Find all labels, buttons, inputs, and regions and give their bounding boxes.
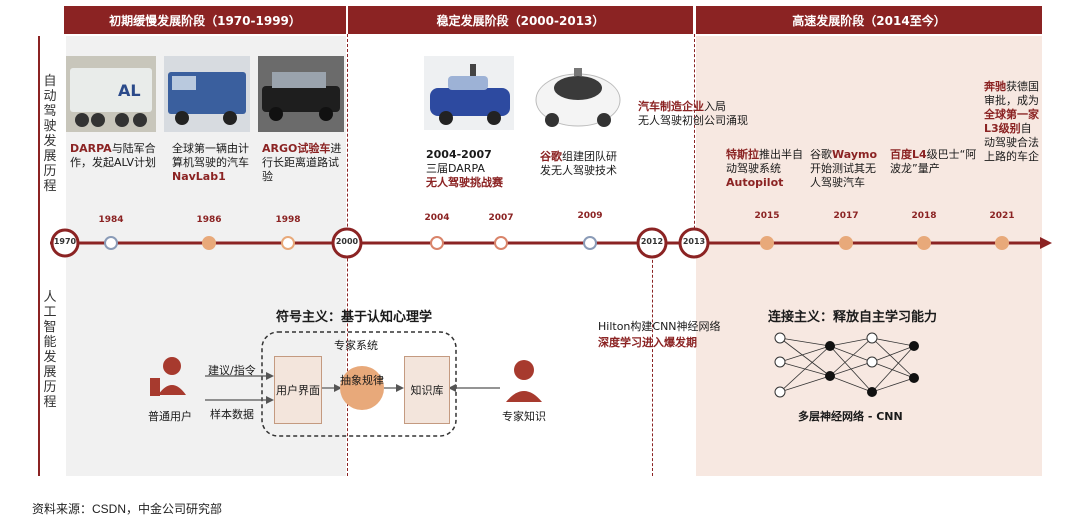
label-2013: 2013	[682, 237, 706, 246]
event-argo: ARGO试验车进行长距离道路试验	[262, 142, 342, 183]
user-label: 普通用户	[148, 410, 192, 423]
arrow-top-label: 建议/指令	[208, 364, 256, 377]
year-2009: 2009	[577, 211, 603, 221]
year-1998: 1998	[275, 215, 301, 225]
photo-navlab	[164, 56, 250, 132]
divider-2013	[694, 34, 695, 254]
year-1984: 1984	[98, 215, 124, 225]
user-person-icon	[150, 357, 186, 396]
svg-text:AL: AL	[118, 81, 141, 100]
ui-box: 用户界面	[274, 356, 322, 424]
photo-darpa-car	[424, 56, 514, 130]
expert-label: 专家知识	[502, 410, 546, 423]
circle-2013	[678, 227, 710, 259]
dot-2021	[995, 236, 1009, 250]
dot-1984	[104, 236, 118, 250]
year-2004: 2004	[424, 213, 450, 223]
year-2015: 2015	[754, 211, 780, 221]
source-note: 资料来源：CSDN，中金公司研究部	[32, 502, 223, 516]
dot-1998	[281, 236, 295, 250]
year-2017: 2017	[833, 211, 859, 221]
label-2000: 2000	[335, 237, 359, 246]
expert-system-frame	[261, 331, 457, 437]
dot-2017	[839, 236, 853, 250]
event-darpa-alv: DARPA与陆军合作，发起ALV计划	[70, 142, 156, 169]
dot-2009	[583, 236, 597, 250]
cnn-nodes	[774, 332, 919, 398]
dot-2015	[760, 236, 774, 250]
cnn-label: 多层神经网络 - CNN	[798, 410, 903, 423]
year-2007: 2007	[488, 213, 514, 223]
connect-title: 连接主义：释放自主学习能力	[768, 310, 938, 325]
timeline-arrowhead	[1040, 237, 1052, 249]
label-1970: 1970	[53, 237, 77, 246]
phase-header-stable: 稳定发展阶段（2000-2013）	[348, 6, 693, 34]
phase-header-early: 初期缓慢发展阶段（1970-1999）	[64, 6, 346, 34]
abstract-circle	[340, 366, 384, 410]
event-benz: 奔驰获德国审批，成为全球第一家L3级别自动驾驶合法上路的车企	[984, 80, 1039, 163]
cnn-network	[779, 337, 915, 393]
divider-2012	[652, 250, 653, 476]
circle-1970	[50, 228, 80, 258]
deep-learning-text: 深度学习进入爆发期	[598, 336, 697, 349]
year-2021: 2021	[989, 211, 1015, 221]
arrow-bottom-label: 样本数据	[210, 408, 254, 421]
event-waymo: 谷歌Waymo开始测试其无人驾驶汽车	[810, 148, 878, 189]
expert-person-icon	[506, 360, 542, 402]
row-label-autonomous: 自动驾驶发展历程	[43, 74, 57, 194]
dot-2018	[917, 236, 931, 250]
symbolic-title: 符号主义：基于认知心理学	[276, 310, 433, 325]
dot-2007	[494, 236, 508, 250]
label-2012: 2012	[640, 237, 664, 246]
circle-2000	[331, 227, 363, 259]
hilton-text: Hilton构建CNN神经网络	[598, 320, 721, 333]
phase-zone-rapid	[696, 36, 1042, 476]
event-baidu: 百度L4级巴士“阿波龙”量产	[890, 148, 977, 175]
photo-google-car	[535, 68, 621, 127]
dot-1986	[202, 236, 216, 250]
circle-2012	[636, 227, 668, 259]
event-automakers: 汽车制造企业入局无人驾驶初创公司涌现	[638, 100, 748, 127]
year-1986: 1986	[196, 215, 222, 225]
knowledge-box: 知识库	[404, 356, 450, 424]
event-google: 谷歌组建团队研发无人驾驶技术	[540, 150, 617, 177]
row-label-ai: 人工智能发展历程	[43, 290, 57, 410]
photo-alv: AL	[66, 56, 156, 132]
abstract-label: 抽象规律	[340, 374, 384, 387]
photo-argo	[258, 56, 344, 132]
phase-header-rapid: 高速发展阶段（2014至今）	[696, 6, 1042, 34]
dot-2004	[430, 236, 444, 250]
year-2018: 2018	[911, 211, 937, 221]
expert-system-label: 专家系统	[334, 339, 378, 352]
